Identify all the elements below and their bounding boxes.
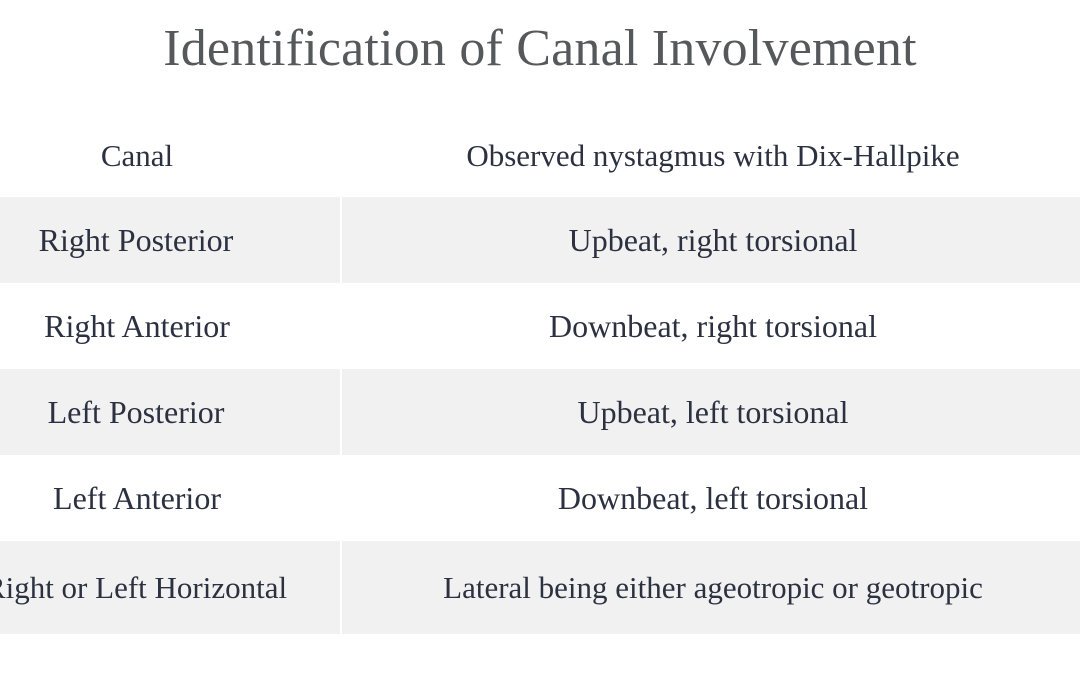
table-cell-label-nystagmus: Upbeat, left torsional <box>577 393 849 430</box>
table-cell-canal: Left Anterior <box>0 455 342 541</box>
table-cell-canal: Right Anterior <box>0 283 342 369</box>
table-header-cell-canal: Canal <box>0 115 342 197</box>
table-row: Left Posterior Upbeat, left torsional <box>0 369 1080 455</box>
canal-involvement-table: Canal Observed nystagmus with Dix-Hallpi… <box>0 115 1080 634</box>
table-cell-label-nystagmus: Downbeat, right torsional <box>549 307 877 344</box>
table-cell-label-nystagmus: Downbeat, left torsional <box>557 479 869 516</box>
table-cell-label-canal: Right or Left Horizontal <box>0 569 288 605</box>
table-row: Right Anterior Downbeat, right torsional <box>0 283 1080 369</box>
table-cell-label-nystagmus: Upbeat, right torsional <box>568 221 858 258</box>
table-header-label-nystagmus: Observed nystagmus with Dix-Hallpike <box>466 138 960 174</box>
table-cell-nystagmus: Upbeat, right torsional <box>342 197 1080 283</box>
table-row: Right or Left Horizontal Lateral being e… <box>0 541 1080 634</box>
table-cell-canal: Right Posterior <box>0 197 342 283</box>
table-cell-nystagmus: Downbeat, left torsional <box>342 455 1080 541</box>
table-row: Right Posterior Upbeat, right torsional <box>0 197 1080 283</box>
table-cell-nystagmus: Lateral being either ageotropic or geotr… <box>342 541 1080 634</box>
table-cell-label-nystagmus: Lateral being either ageotropic or geotr… <box>443 569 983 605</box>
table-cell-canal: Right or Left Horizontal <box>0 541 342 634</box>
table-cell-label-canal: Right Anterior <box>44 307 230 344</box>
table-header-cell-nystagmus: Observed nystagmus with Dix-Hallpike <box>342 115 1080 197</box>
table-cell-label-canal: Left Anterior <box>53 479 221 516</box>
table-cell-label-canal: Left Posterior <box>47 393 225 430</box>
page-title: Identification of Canal Involvement <box>163 20 917 77</box>
table-row: Left Anterior Downbeat, left torsional <box>0 455 1080 541</box>
table-cell-label-canal: Right Posterior <box>38 221 234 258</box>
table-cell-nystagmus: Downbeat, right torsional <box>342 283 1080 369</box>
table-header-label-canal: Canal <box>100 138 174 174</box>
table-header-row: Canal Observed nystagmus with Dix-Hallpi… <box>0 115 1080 197</box>
table-cell-canal: Left Posterior <box>0 369 342 455</box>
table-cell-nystagmus: Upbeat, left torsional <box>342 369 1080 455</box>
